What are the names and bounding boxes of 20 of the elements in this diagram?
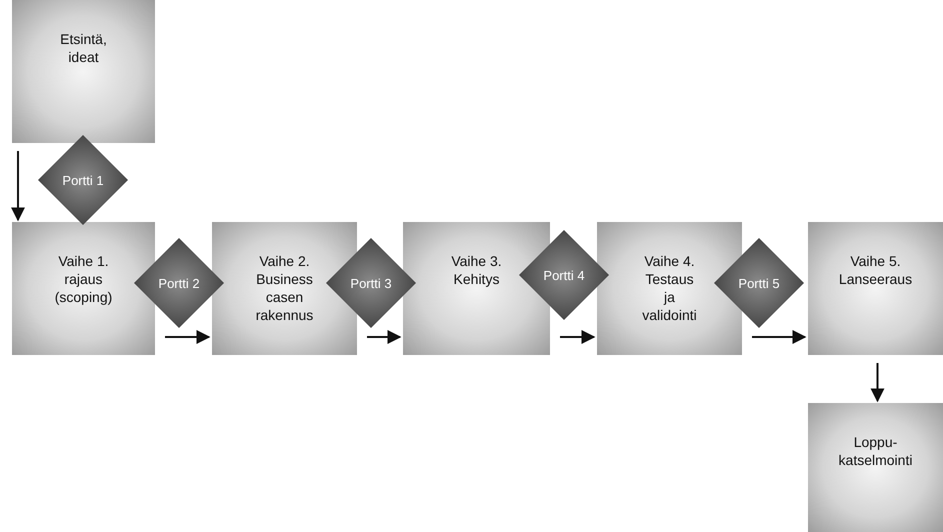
stage-box xyxy=(808,403,943,532)
gate-label: Portti 3 xyxy=(349,274,393,292)
stage-label: Vaihe 5. Lanseeraus xyxy=(838,252,914,288)
gate-label: Portti 4 xyxy=(542,266,586,284)
arrow xyxy=(752,330,806,344)
stage-label: Vaihe 3. Kehitys xyxy=(450,252,503,288)
stage-label: Etsintä, ideat xyxy=(59,30,108,66)
gate-label: Portti 2 xyxy=(157,274,201,292)
arrow xyxy=(165,330,210,344)
arrow xyxy=(870,363,884,402)
stage-label: Vaihe 2. Business casen rakennus xyxy=(254,252,314,324)
arrow xyxy=(367,330,402,344)
stage-label: Vaihe 4. Testaus ja validointi xyxy=(641,252,698,324)
gate-label: Portti 1 xyxy=(61,172,105,188)
stage-label: Vaihe 1. rajaus (scoping) xyxy=(54,252,114,306)
gate-label: Portti 5 xyxy=(737,274,781,292)
arrow xyxy=(560,330,596,344)
stage-label: Loppu-katselmointi xyxy=(838,433,914,469)
arrow xyxy=(11,151,25,222)
stage-box xyxy=(808,222,943,355)
